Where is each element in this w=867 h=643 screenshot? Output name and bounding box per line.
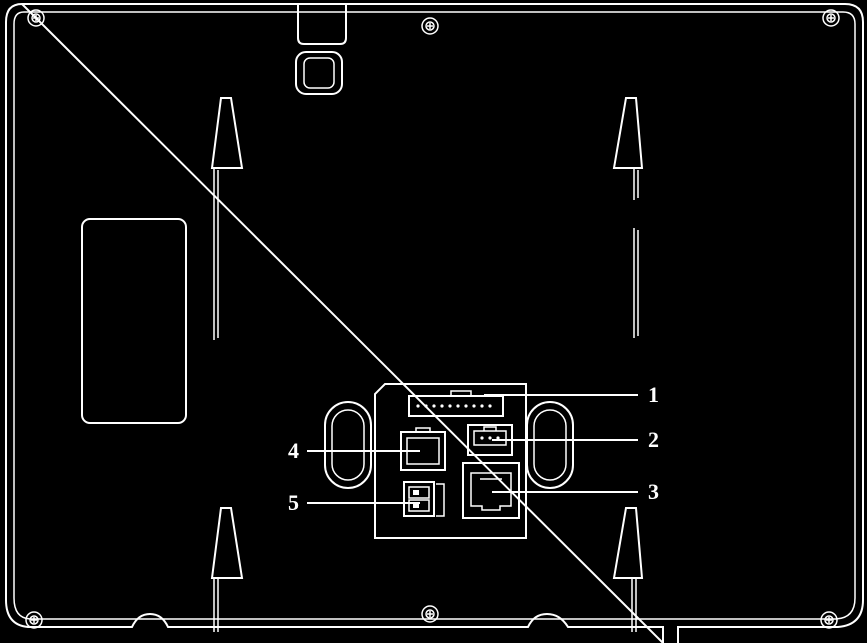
callout-1: 1 <box>648 382 659 407</box>
ethernet-port-connector <box>462 462 520 519</box>
callout-2: 2 <box>648 427 659 452</box>
cable-slot-right <box>526 401 574 489</box>
connector-plate <box>374 383 527 539</box>
screw-bottom-right <box>820 611 838 629</box>
screw-top-left <box>27 9 45 27</box>
housing-outline <box>5 2 864 643</box>
screw-terminal-connector <box>403 481 445 517</box>
square-terminal-connector <box>400 427 446 471</box>
screw-bottom-center <box>421 605 439 623</box>
callout-5: 5 <box>288 490 299 515</box>
cable-slot-left <box>324 401 372 489</box>
screw-bottom-left <box>25 611 43 629</box>
top-latch <box>295 4 347 95</box>
label-recess <box>81 218 187 424</box>
mount-hook-top-left <box>210 97 244 340</box>
mount-hook-bottom-right <box>612 507 644 632</box>
pin-header-connector <box>408 390 504 417</box>
screw-top-right <box>822 9 840 27</box>
callout-4: 4 <box>288 438 299 463</box>
screw-top-center <box>421 17 439 35</box>
mount-hook-bottom-left <box>210 507 244 632</box>
callout-3: 3 <box>648 479 659 504</box>
mount-hook-top-right <box>612 97 644 338</box>
